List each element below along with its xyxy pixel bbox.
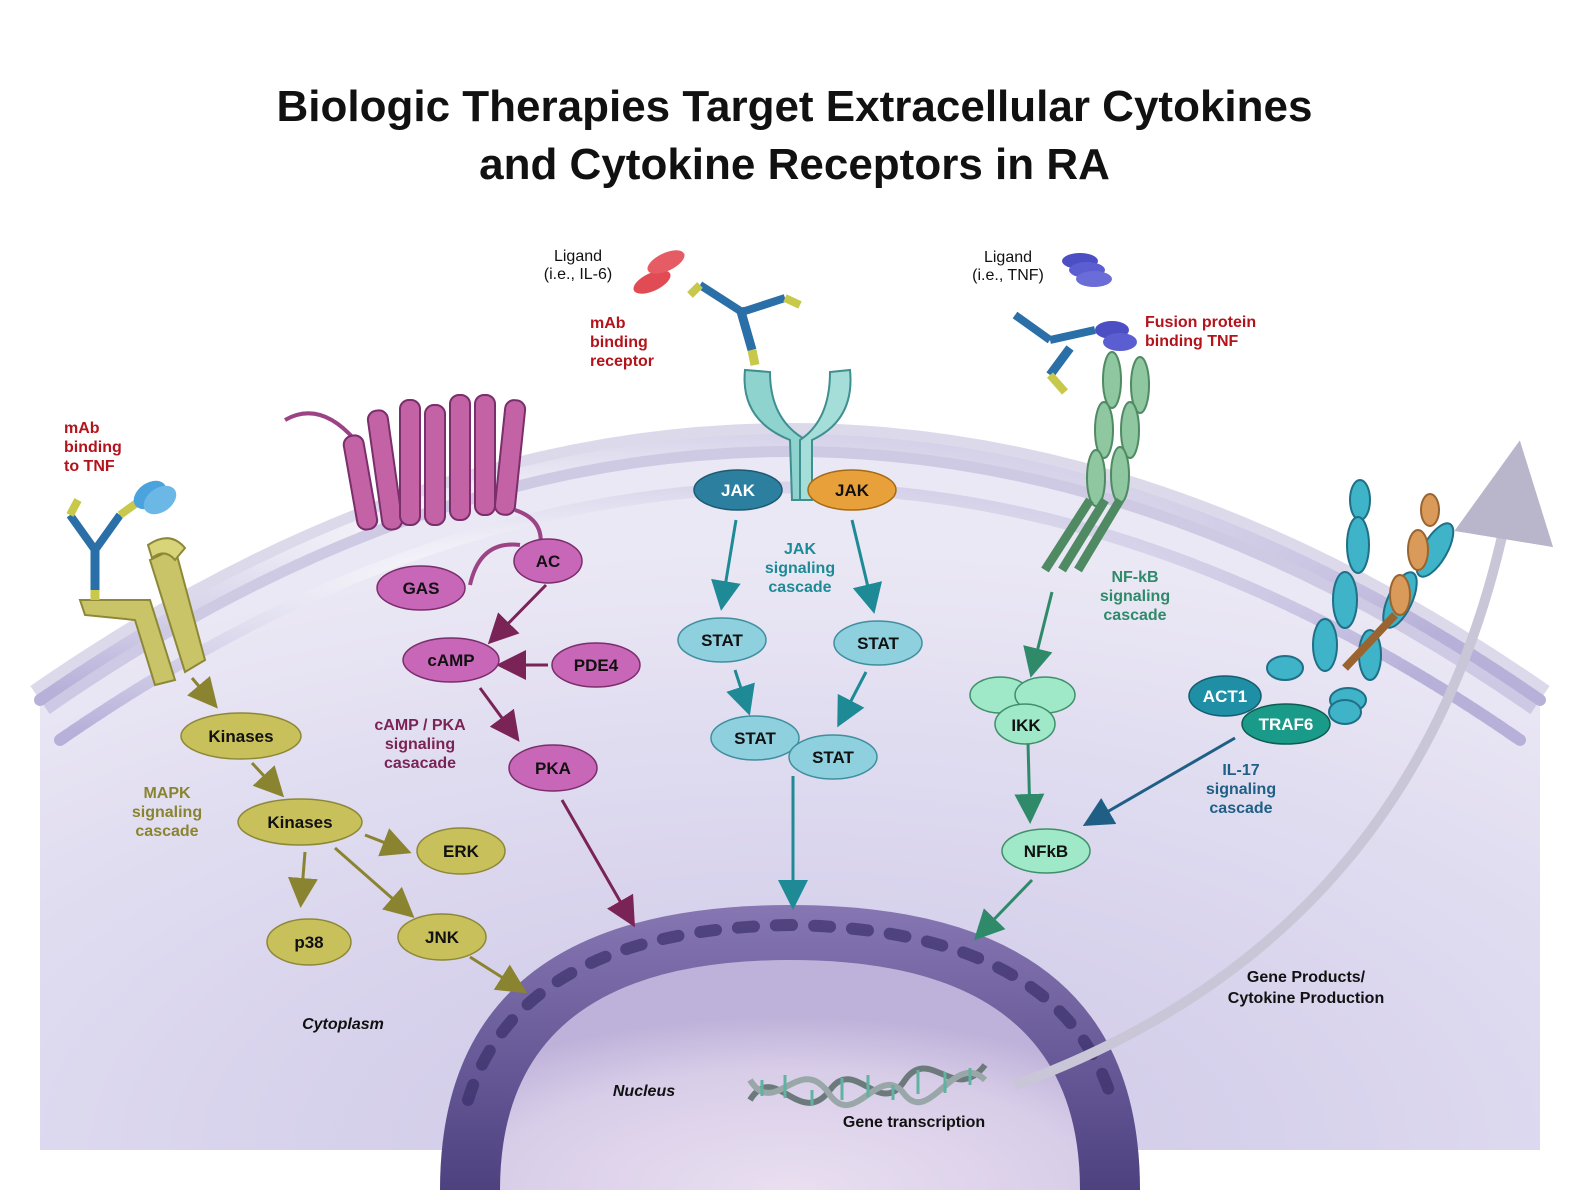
node-kinases-1: Kinases: [180, 712, 302, 760]
node-jnk-label: JNK: [425, 928, 460, 947]
node-traf6-shape: [1241, 703, 1331, 745]
node-ikk: IKK: [969, 676, 1076, 745]
node-kinases-2-shape: [237, 798, 363, 846]
jak-arrows: [711, 519, 883, 910]
node-jak-right: JAK: [807, 469, 897, 511]
nucleus-label: Nucleus: [613, 1083, 675, 1100]
ligand-il6-label: Ligand(i.e., IL-6): [544, 248, 612, 283]
tnf-receptor-right-icon: [1041, 351, 1150, 573]
nucleus: [440, 905, 1140, 1190]
node-stat-1-shape: [677, 617, 767, 663]
gpcr-receptor-icon: [284, 394, 543, 586]
mapk-arrows: [187, 675, 528, 994]
node-traf6: TRAF6: [1241, 703, 1331, 745]
node-camp-label: cAMP: [427, 651, 474, 670]
node-pde4-label: PDE4: [574, 656, 619, 675]
il6-receptor-icon: [743, 368, 852, 501]
title-line-1: Biologic Therapies Target Extracellular …: [276, 82, 1313, 131]
antibody-center-icon: [687, 281, 802, 366]
node-jak-left-shape: [693, 469, 783, 511]
node-stat-1-label: STAT: [701, 631, 743, 650]
node-kinases-2: Kinases: [237, 798, 363, 846]
node-pka-shape: [508, 744, 598, 792]
title-line-2: and Cytokine Receptors in RA: [479, 140, 1110, 189]
node-act1: ACT1: [1188, 675, 1262, 717]
node-stat-2-shape: [833, 620, 923, 666]
node-camp-shape: [402, 637, 500, 683]
gene-products-arrow: [1013, 440, 1554, 1090]
node-stat-4-label: STAT: [812, 748, 854, 767]
node-stat-4: STAT: [788, 734, 878, 780]
node-erk: ERK: [416, 827, 506, 875]
node-jak-right-shape: [807, 469, 897, 511]
node-stat-2: STAT: [833, 620, 923, 666]
il17-receptor-icon: [1266, 479, 1455, 725]
node-stat-3-shape: [710, 715, 800, 761]
gene-products-label: Gene Products/Cytokine Production: [1228, 969, 1384, 1007]
node-pde4: PDE4: [551, 642, 641, 688]
node-stat-3-label: STAT: [734, 729, 776, 748]
node-pka: PKA: [508, 744, 598, 792]
gene-transcription-label: Gene transcription: [843, 1114, 985, 1131]
node-pka-label: PKA: [535, 759, 571, 778]
node-stat-3: STAT: [710, 715, 800, 761]
node-nfkb-label: NFkB: [1024, 842, 1068, 861]
node-kinases-2-label: Kinases: [267, 813, 332, 832]
node-jak-left-label: JAK: [721, 481, 756, 500]
node-p38: p38: [266, 918, 352, 966]
node-nfkb-shape: [1001, 828, 1091, 874]
il6-ligand-icon: [633, 250, 685, 294]
node-jak-right-label: JAK: [835, 481, 870, 500]
node-jnk: JNK: [397, 913, 487, 961]
il17-arrow: [1082, 736, 1236, 827]
node-kinases-1-shape: [180, 712, 302, 760]
node-gas: GAS: [376, 565, 466, 611]
node-gas-label: GAS: [403, 579, 440, 598]
node-ac-label: AC: [536, 552, 561, 571]
node-ac-shape: [513, 538, 583, 584]
cytoplasm-region: [40, 440, 1540, 1150]
node-nfkb: NFkB: [1001, 828, 1091, 874]
tnf-receptor-left-icon: [78, 537, 207, 687]
node-stat-2-label: STAT: [857, 634, 899, 653]
node-act1-shape: [1188, 675, 1262, 717]
node-jnk-shape: [397, 913, 487, 961]
node-traf6-label: TRAF6: [1259, 715, 1314, 734]
camp-arrows: [478, 583, 635, 928]
node-kinases-1-label: Kinases: [208, 727, 273, 746]
dna-helix-icon: [747, 1063, 988, 1109]
node-gas-shape: [376, 565, 466, 611]
node-erk-label: ERK: [443, 842, 480, 861]
node-ikk-label: IKK: [1011, 716, 1041, 735]
ligand-tnf-label: Ligand(i.e., TNF): [972, 249, 1044, 284]
tnf-ligand-icon: [1062, 253, 1112, 287]
node-jak-left: JAK: [693, 469, 783, 511]
page-title: Biologic Therapies Target Extracellular …: [0, 78, 1589, 194]
nfkb-arrows: [973, 591, 1054, 941]
node-p38-label: p38: [294, 933, 323, 952]
node-erk-shape: [416, 827, 506, 875]
node-camp: cAMP: [402, 637, 500, 683]
node-p38-shape: [266, 918, 352, 966]
fusion-protein-icon: [1012, 311, 1137, 395]
antibody-left-icon: [66, 480, 177, 600]
node-pde4-shape: [551, 642, 641, 688]
node-ac: AC: [513, 538, 583, 584]
node-act1-label: ACT1: [1203, 687, 1247, 706]
cytoplasm-label: Cytoplasm: [302, 1016, 384, 1033]
node-stat-1: STAT: [677, 617, 767, 663]
node-stat-4-shape: [788, 734, 878, 780]
